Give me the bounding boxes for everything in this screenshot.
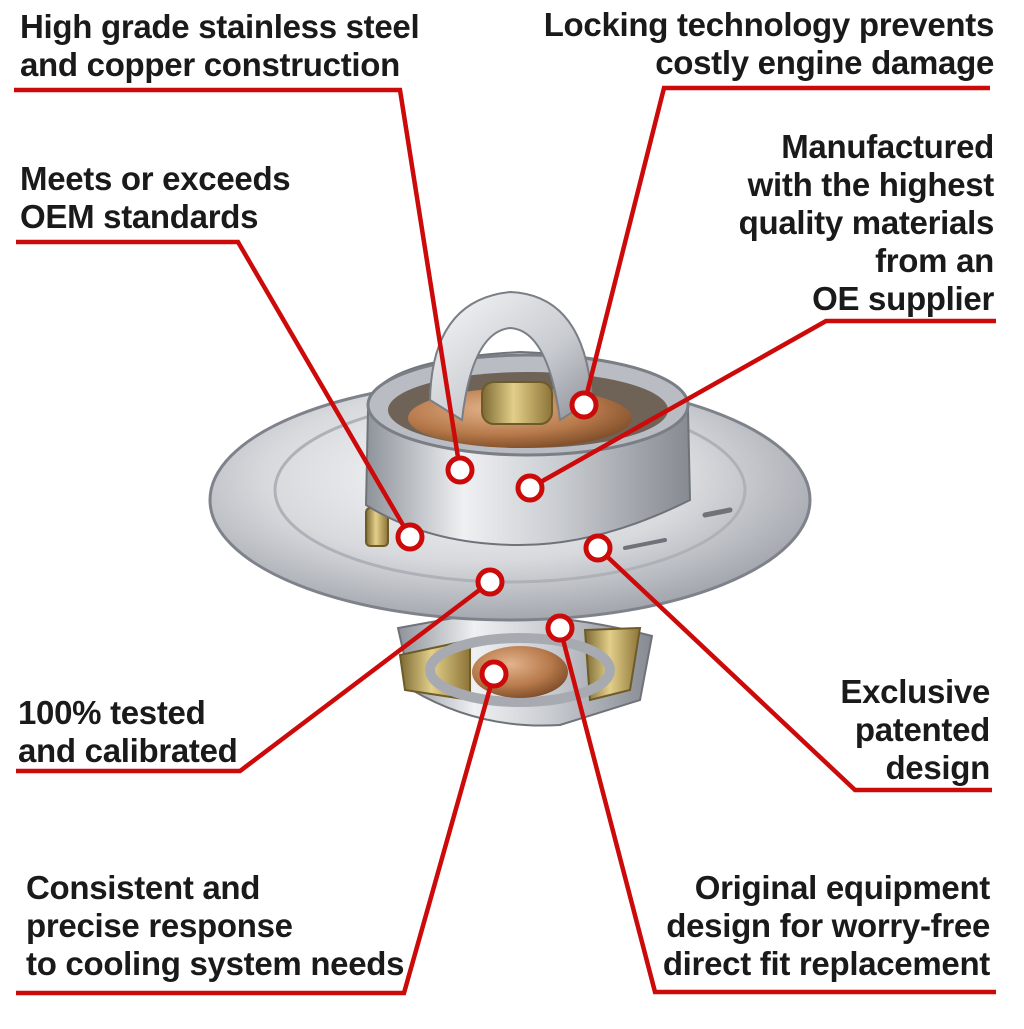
dot-exclusive-design bbox=[583, 533, 613, 563]
dot-manufactured-quality bbox=[515, 473, 545, 503]
spring-coil bbox=[425, 633, 615, 707]
leader-locking-technology bbox=[581, 85, 990, 406]
leader-consistent-response bbox=[16, 673, 497, 996]
callout-manufactured-quality: Manufactured with the highest quality ma… bbox=[738, 128, 995, 317]
thermostat-body bbox=[208, 290, 812, 727]
callout-exclusive-design: Exclusive patented design bbox=[840, 673, 990, 786]
dot-locking-technology bbox=[569, 390, 599, 420]
leader-manufactured-quality bbox=[528, 318, 996, 490]
callout-stainless-steel: High grade stainless steel and copper co… bbox=[20, 8, 420, 83]
dot-tested-calibrated bbox=[475, 567, 505, 597]
callout-oem-standards: Meets or exceeds OEM standards bbox=[20, 160, 291, 235]
dot-original-equipment bbox=[545, 613, 575, 643]
flange-slot bbox=[702, 507, 733, 518]
callout-dots bbox=[395, 390, 613, 689]
leader-exclusive-design bbox=[596, 546, 992, 793]
dot-stainless-steel bbox=[445, 455, 475, 485]
callout-locking-technology: Locking technology prevents costly engin… bbox=[543, 6, 995, 81]
leader-tested-calibrated bbox=[16, 580, 492, 774]
callout-tested-calibrated: 100% tested and calibrated bbox=[18, 694, 238, 769]
leader-stainless-steel bbox=[14, 87, 463, 471]
callout-consistent-response: Consistent and precise response to cooli… bbox=[26, 869, 405, 982]
leader-oem-standards bbox=[16, 239, 412, 539]
dot-oem-standards bbox=[395, 522, 425, 552]
callout-leaders bbox=[14, 85, 996, 996]
callout-original-equipment: Original equipment design for worry-free… bbox=[662, 869, 990, 982]
brass-stem bbox=[481, 381, 553, 425]
dot-consistent-response bbox=[479, 659, 509, 689]
leader-original-equipment bbox=[557, 627, 996, 995]
flange-slot-2 bbox=[623, 538, 667, 550]
